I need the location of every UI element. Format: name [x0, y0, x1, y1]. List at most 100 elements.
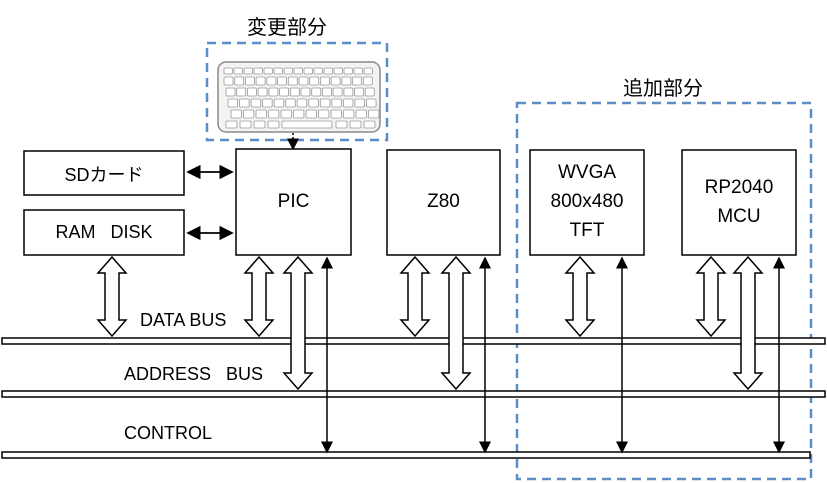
z80-label: Z80: [427, 191, 460, 212]
address-bus-line: [1, 390, 826, 398]
changed-part-label: 変更部分: [247, 17, 327, 39]
keyboard-key: [225, 120, 238, 129]
tft-data-bus-arrow: [564, 255, 596, 338]
keyboard-key: [296, 98, 308, 108]
address-bus-label: ADDRESS BUS: [124, 364, 264, 384]
keyboard-spacebar: [281, 120, 333, 129]
data-bus-label: DATA BUS: [140, 310, 227, 330]
keyboard-key: [250, 98, 262, 108]
keyboard-key: [223, 67, 233, 75]
keyboard-key: [298, 76, 309, 86]
keyboard-key: [285, 98, 296, 108]
keyboard-key: [303, 67, 313, 75]
keyboard-key: [263, 67, 273, 75]
ram-disk-block: [23, 209, 185, 256]
keyboard-key: [262, 98, 273, 108]
keyboard-key: [246, 87, 257, 97]
sd-card-label: SDカード: [64, 165, 144, 185]
keyboard-key: [255, 76, 266, 86]
keyboard-key: [233, 67, 243, 75]
mcu-data-bus-arrow: [695, 255, 727, 338]
keyboard-key: [223, 76, 234, 86]
keyboard-key: [343, 67, 353, 75]
pic-address-bus-arrow: [282, 255, 314, 391]
keyboard-key: [236, 87, 247, 97]
keyboard-key: [342, 98, 354, 108]
tft-label-line3: TFT: [569, 220, 605, 241]
keyboard-key: [243, 109, 255, 119]
keyboard-key: [319, 76, 330, 86]
keyboard-key: [330, 76, 341, 86]
keyboard-key: [227, 98, 239, 108]
added-part-label: 追加部分: [623, 78, 703, 100]
keyboard-key: [279, 87, 290, 97]
keyboard-key: [341, 76, 352, 86]
keyboard-key: [366, 98, 377, 108]
keyboard-key: [287, 76, 298, 86]
keyboard-key: [333, 67, 343, 75]
keyboard-key: [332, 87, 343, 97]
tft-label-line2: 800x480: [550, 191, 624, 212]
keyboard-key: [321, 87, 332, 97]
tft-label-line1: WVGA: [557, 162, 617, 183]
mcu-label-line1: RP2040: [704, 177, 774, 198]
keyboard-key: [352, 76, 363, 86]
keyboard-key: [335, 120, 348, 129]
keyboard-key: [331, 98, 342, 108]
added-part-frame: [515, 101, 813, 481]
keyboard-key: [308, 98, 319, 108]
keyboard-key: [267, 120, 280, 129]
keyboard-key: [364, 87, 375, 97]
pic-label: PIC: [277, 191, 310, 212]
keyboard-key: [323, 67, 333, 75]
keyboard-key: [354, 98, 365, 108]
pic-data-bus-arrow: [243, 255, 275, 338]
mcu-address-bus-arrow: [732, 255, 764, 391]
keyboard-key: [253, 120, 266, 129]
keyboard-key: [268, 109, 280, 119]
keyboard-key: [309, 76, 320, 86]
keyboard-key: [266, 76, 277, 86]
z80-data-bus-arrow: [399, 255, 431, 338]
keyboard-key: [355, 109, 367, 119]
keyboard-icon: [217, 61, 381, 133]
keyboard-key: [225, 87, 236, 97]
keyboard-key: [330, 109, 342, 119]
keyboard-key: [349, 120, 362, 129]
keyboard-key: [293, 67, 303, 75]
keyboard-key: [239, 120, 252, 129]
ram-disk-label: RAM DISK: [55, 222, 153, 242]
keyboard-key: [280, 109, 292, 119]
keyboard-key: [273, 98, 285, 108]
keyboard-key: [268, 87, 279, 97]
keyboard-key: [362, 76, 373, 86]
keyboard-key: [293, 109, 305, 119]
keyboard-key: [243, 67, 253, 75]
keyboard-key: [230, 109, 242, 119]
keyboard-key: [305, 109, 317, 119]
mcu-label-line2: MCU: [717, 206, 761, 227]
keyboard-key: [318, 109, 330, 119]
data-bus-line: [1, 337, 826, 345]
keyboard-key: [234, 76, 245, 86]
control-bus-label: CONTROL: [124, 423, 213, 443]
keyboard-key: [273, 67, 283, 75]
keyboard-key: [313, 67, 323, 75]
keyboard-key: [277, 76, 288, 86]
keyboard-key: [244, 76, 255, 86]
keyboard-key: [343, 109, 355, 119]
keyboard-key: [300, 87, 311, 97]
control-bus-line: [1, 451, 811, 459]
keyboard-key: [368, 109, 380, 119]
z80-address-bus-arrow: [440, 255, 472, 391]
keyboard-key: [353, 67, 363, 75]
keyboard-key: [239, 98, 250, 108]
keyboard-key: [257, 87, 268, 97]
keyboard-key: [283, 67, 293, 75]
keyboard-key: [363, 67, 373, 75]
keyboard-key: [319, 98, 331, 108]
keyboard-key: [343, 87, 354, 97]
keyboard-key: [253, 67, 263, 75]
